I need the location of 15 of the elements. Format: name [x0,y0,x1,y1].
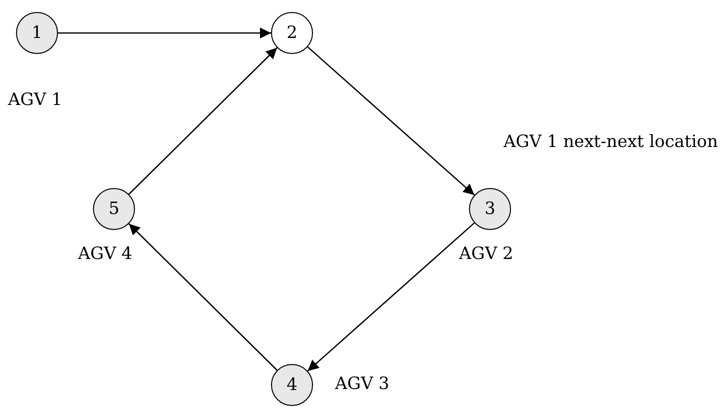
arrow [307,222,475,372]
node-caption: AGV 1 [8,90,62,110]
node-caption: AGV 1 next-next location [503,132,718,152]
node-caption: AGV 4 [78,244,132,264]
location-circle: 5 [93,188,135,230]
location-circle: 3 [469,188,511,230]
location-circle: 1 [16,12,58,54]
arrow [58,28,271,38]
arrow [128,223,278,371]
location-circle: 2 [271,12,313,54]
node-caption: AGV 2 [459,244,514,264]
arrow [307,46,475,196]
arrow [128,47,278,195]
location-circle: 4 [271,364,313,406]
node-caption: AGV 3 [335,374,390,394]
